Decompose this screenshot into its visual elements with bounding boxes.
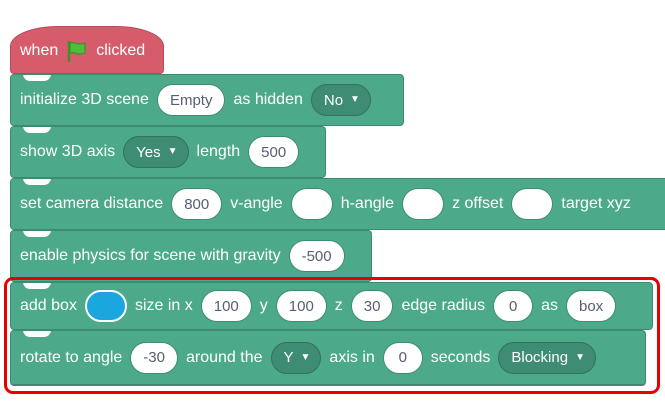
box-color-picker[interactable] [84, 290, 127, 322]
gravity-input[interactable]: -500 [288, 240, 345, 272]
when-flag-clicked-block[interactable]: when clicked [10, 26, 164, 74]
size-z-input[interactable]: 30 [350, 290, 394, 322]
seconds-label: seconds [430, 348, 491, 366]
z-offset-label: z offset [452, 195, 504, 212]
length-label: length [196, 143, 241, 160]
as-label: as [541, 297, 559, 314]
size-x-label: size in x [134, 297, 193, 314]
camera-distance-input[interactable]: 800 [171, 188, 223, 220]
when-label: when [20, 42, 59, 59]
hidden-label: as hidden [233, 91, 303, 108]
v-angle-label: v-angle [230, 195, 283, 212]
size-x-input[interactable]: 100 [200, 290, 252, 322]
axis-dropdown-value: Y [283, 349, 294, 366]
chevron-down-icon: ▼ [350, 94, 360, 105]
h-angle-label: h-angle [340, 195, 395, 212]
hidden-dropdown[interactable]: No ▼ [310, 84, 371, 116]
block-label: enable physics for scene with gravity [20, 247, 281, 264]
mode-dropdown[interactable]: Blocking ▼ [498, 341, 596, 374]
hidden-dropdown-value: No [323, 91, 344, 109]
length-input[interactable]: 500 [248, 136, 300, 168]
set-camera-block[interactable]: set camera distance 800 v-angle h-angle … [10, 178, 665, 230]
block-label: add box [20, 297, 77, 314]
axis-visible-dropdown[interactable]: Yes ▼ [123, 136, 189, 168]
z-offset-input[interactable] [511, 188, 554, 220]
angle-input[interactable]: -30 [130, 341, 178, 374]
h-angle-input[interactable] [402, 188, 445, 220]
block-label: set camera distance [20, 195, 164, 212]
axis-dropdown[interactable]: Y ▼ [270, 341, 322, 374]
add-box-block[interactable]: add box size in x 100 y 100 z 30 edge ra… [10, 282, 653, 330]
seconds-input[interactable]: 0 [382, 341, 423, 374]
y-label: y [259, 297, 268, 314]
scene-input[interactable]: Empty [156, 84, 226, 116]
edge-radius-input[interactable]: 0 [493, 290, 534, 322]
block-label: initialize 3D scene [20, 91, 149, 108]
initialize-3d-scene-block[interactable]: initialize 3D scene Empty as hidden No ▼ [10, 74, 404, 126]
rotate-to-angle-block[interactable]: rotate to angle -30 around the Y ▼ axis … [10, 330, 646, 386]
axis-visible-dropdown-value: Yes [136, 143, 161, 161]
axis-in-label: axis in [329, 348, 375, 366]
enable-physics-block[interactable]: enable physics for scene with gravity -5… [10, 230, 372, 282]
around-label: around the [185, 348, 263, 366]
mode-dropdown-value: Blocking [511, 349, 569, 366]
green-flag-icon [66, 40, 88, 62]
v-angle-input[interactable] [290, 188, 333, 220]
chevron-down-icon: ▼ [575, 351, 585, 363]
chevron-down-icon: ▼ [300, 351, 311, 363]
z-label: z [334, 297, 343, 314]
block-label: rotate to angle [20, 348, 123, 366]
box-name-input[interactable]: box [566, 290, 617, 322]
show-3d-axis-block[interactable]: show 3D axis Yes ▼ length 500 [10, 126, 326, 178]
block-label: show 3D axis [20, 143, 116, 160]
edge-radius-label: edge radius [401, 297, 486, 314]
clicked-label: clicked [96, 42, 146, 59]
target-xyz-label: target xyz [561, 195, 631, 212]
chevron-down-icon: ▼ [167, 146, 178, 157]
size-y-input[interactable]: 100 [275, 290, 327, 322]
